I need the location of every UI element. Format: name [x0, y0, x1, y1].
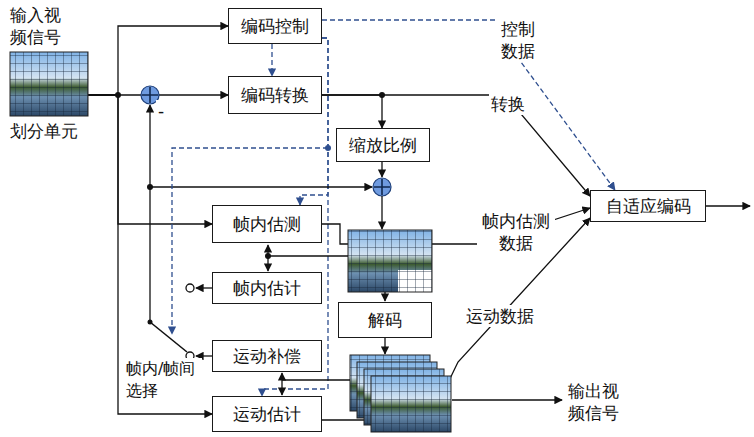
- switch-lever: [150, 322, 187, 352]
- node-text: 帧内估测: [233, 213, 301, 235]
- note-label: 输出视 频信号: [566, 380, 626, 424]
- wire: [281, 373, 282, 380]
- prediction-wire: [150, 186, 372, 187]
- wire: [381, 196, 382, 229]
- note-label: -: [156, 100, 166, 122]
- output-wire: [452, 399, 562, 400]
- connector: [322, 95, 590, 196]
- wire: [268, 255, 348, 256]
- wire: [384, 338, 385, 354]
- wire: [196, 355, 212, 356]
- wire: [196, 287, 212, 288]
- connector: [322, 20, 615, 190]
- process-box: 运动补偿: [212, 340, 322, 372]
- process-box: 编码控制: [228, 8, 322, 44]
- node-text: 解码: [368, 309, 402, 331]
- connector: [322, 95, 382, 128]
- control-wire: [172, 148, 328, 334]
- picture-grid: [10, 52, 88, 116]
- picture-grid: [371, 376, 451, 432]
- connector: [88, 95, 212, 414]
- junction-dot: [379, 92, 385, 98]
- wire: [282, 379, 350, 380]
- note-label: 帧内/帧间 选择: [124, 358, 202, 402]
- node-text: 编码控制: [241, 15, 309, 37]
- picture-grid: [348, 230, 432, 292]
- node-text: 帧内估计: [233, 277, 301, 299]
- adder-symbol: [373, 178, 391, 196]
- connectors: [88, 20, 615, 420]
- process-box: 缩放比例: [336, 128, 430, 162]
- switch-terminal: [186, 284, 194, 292]
- frame-buffer-picture: [371, 376, 451, 432]
- connector: [300, 38, 328, 205]
- output-wire: [706, 205, 750, 206]
- wire: [384, 292, 385, 301]
- wire: [267, 256, 268, 271]
- node-text: 输入视 频信号: [10, 4, 66, 48]
- process-box: 解码: [338, 302, 432, 338]
- process-box: 自适应编码: [590, 190, 706, 222]
- process-box: 编码转换: [228, 76, 322, 114]
- node-text: 运动补偿: [233, 345, 301, 367]
- node-text: 划分单元: [10, 120, 78, 142]
- edge-label: 转换: [489, 93, 527, 115]
- edge-label: 控制 数据: [496, 18, 539, 62]
- node-text: 编码转换: [241, 84, 309, 106]
- wire: [381, 162, 382, 177]
- adder-plus: [374, 179, 390, 195]
- connector: [271, 44, 272, 76]
- node-text: 运动估计: [233, 403, 301, 425]
- input-picture: [10, 52, 88, 116]
- wire: [267, 245, 268, 256]
- node-text: 缩放比例: [349, 134, 417, 156]
- reconstructed-picture: [348, 230, 432, 292]
- edge-label: 帧内估测 数据: [477, 210, 554, 254]
- wire: [281, 380, 282, 395]
- junction-dot: [115, 92, 121, 98]
- input-frame: 输入视 频信号划分单元: [4, 4, 88, 146]
- process-box: 运动估计: [212, 396, 322, 432]
- process-box: 帧内估测: [212, 205, 322, 243]
- edge-label: 运动数据: [464, 305, 536, 327]
- process-box: 帧内估计: [212, 272, 322, 304]
- node-text: 自适应编码: [606, 195, 691, 217]
- switch-pivot: [148, 320, 153, 325]
- feedback-wire: [149, 105, 150, 322]
- connector: [88, 26, 228, 95]
